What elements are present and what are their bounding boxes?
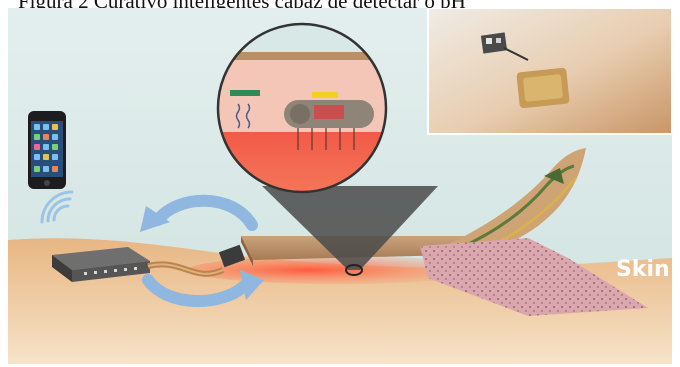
skin-label: Skin bbox=[616, 257, 670, 282]
figure-illustration: Skin bbox=[8, 8, 672, 364]
device-photo-inset bbox=[428, 8, 672, 134]
photo-sensor-patch bbox=[516, 67, 569, 108]
illustration-canvas: Skin bbox=[8, 8, 672, 364]
smartphone-icon bbox=[28, 111, 66, 189]
